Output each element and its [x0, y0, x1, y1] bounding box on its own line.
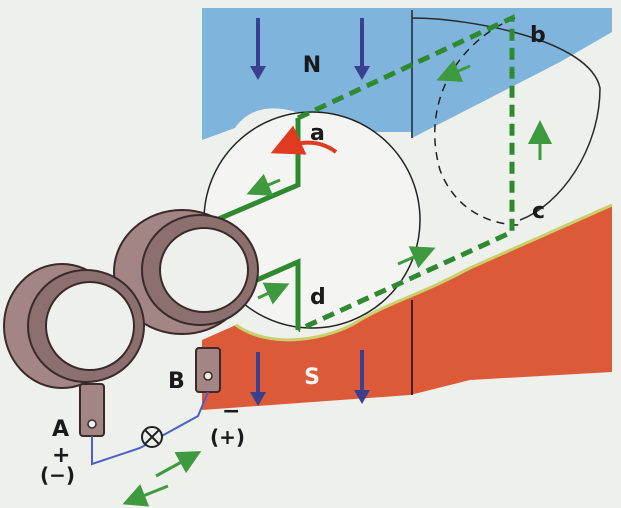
lamp-circle-cross-icon	[141, 426, 163, 448]
circuit-wire	[91, 391, 209, 466]
curved-arrow-icon	[270, 125, 338, 155]
north-pole	[202, 8, 612, 140]
slip-ring-b	[113, 209, 259, 335]
slip-ring-a	[3, 263, 145, 389]
corner-a-label: a	[310, 121, 325, 146]
terminal-b-label: B	[168, 369, 185, 394]
current-arrow	[397, 246, 436, 269]
south-pole-label: S	[304, 365, 320, 390]
brush-b	[195, 347, 221, 393]
terminal-a-sign: +	[52, 443, 70, 468]
south-pole	[202, 205, 612, 410]
north-pole-label: N	[303, 53, 321, 78]
terminal-b-alt-sign: (+)	[210, 425, 245, 449]
north-pole-outline	[411, 17, 601, 221]
brush-a	[79, 383, 105, 437]
rotation-path	[434, 17, 521, 226]
current-arrow	[155, 451, 202, 478]
current-arrow	[436, 59, 471, 82]
current-arrow	[257, 282, 290, 305]
coil-conductor-back	[296, 14, 515, 333]
current-arrow	[122, 484, 169, 507]
corner-b-label: b	[530, 23, 546, 48]
terminal-b-sign: −	[222, 399, 240, 424]
current-arrow	[246, 173, 281, 196]
south-pole-edge-highlight	[235, 203, 613, 342]
terminal-a-label: A	[52, 417, 69, 442]
terminal-a-alt-sign: (−)	[40, 463, 75, 487]
corner-d-label: d	[310, 285, 326, 310]
corner-c-label: c	[532, 199, 545, 224]
